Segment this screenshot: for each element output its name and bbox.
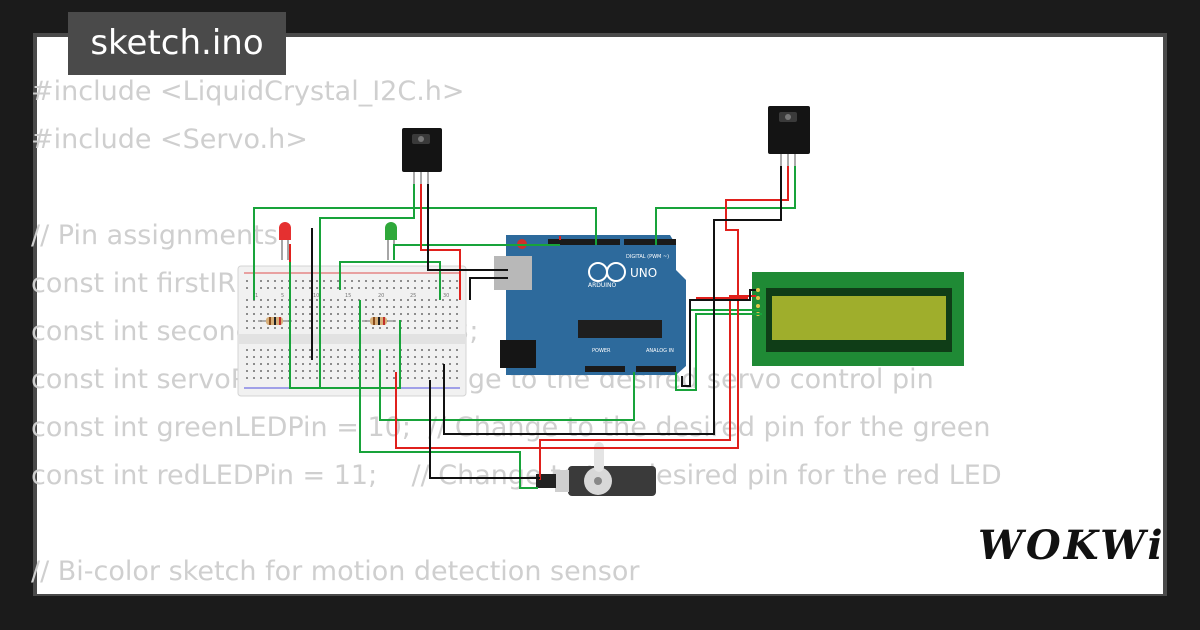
breadboard-col-label: 10 [313,293,319,299]
lcd-display [752,272,964,366]
ir-sensor [768,106,810,166]
wokwi-logo: WOKWi [978,522,1166,569]
arduino-power-label: POWER [592,348,611,354]
breadboard: 1 5 10 15 20 25 30 [237,265,467,397]
resistor [362,317,396,325]
green-led [385,222,397,260]
arduino-digital-label: DIGITAL (PWM ~) [626,254,669,260]
breadboard-col-label: 15 [345,293,351,299]
wires [253,166,796,489]
file-title-tab: sketch.ino [68,12,286,75]
arduino-analog-label: ANALOG IN [646,348,674,354]
code-line: const int greenLEDPin = 10; // Change to… [31,412,991,443]
breadboard-col-label: 20 [378,293,384,299]
breadboard-col-label: 30 [443,293,449,299]
arduino-uno: UNO ARDUINO DIGITAL (PWM ~) POWER ANALOG… [494,235,686,375]
code-line: #include <Servo.h> [31,124,308,155]
breadboard-col-label: 5 [281,293,284,299]
code-line: #include <LiquidCrystal_I2C.h> [31,76,465,107]
breadboard-col-label: 1 [255,293,258,299]
resistor [258,317,292,325]
arduino-board-name: UNO [630,266,657,280]
code-line: // Pin assignments [31,220,278,251]
ir-sensor [402,128,442,184]
arduino-brand: ARDUINO [588,282,617,289]
breadboard-col-label: 25 [410,293,416,299]
red-led [279,222,291,260]
servo-motor [536,442,656,496]
code-line: // Bi-color sketch for motion detection … [31,556,640,587]
